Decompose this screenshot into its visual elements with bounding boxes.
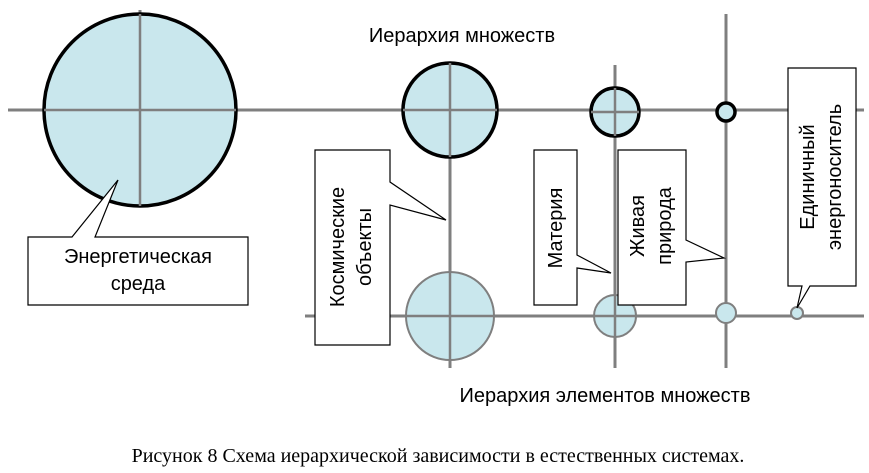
callout-cosmic-line1: Космические bbox=[327, 187, 349, 307]
element-hierarchy-title: Иерархия элементов множеств bbox=[460, 385, 751, 407]
callout-energy-line2: среда bbox=[111, 273, 166, 295]
figure-caption: Рисунок 8 Схема иерархической зависимост… bbox=[132, 445, 745, 467]
carrier-element-circle bbox=[790, 306, 804, 320]
set-hierarchy-title: Иерархия множеств bbox=[369, 25, 555, 47]
living-element-circle bbox=[715, 302, 737, 324]
callout-carrier-line1: Единичный bbox=[797, 124, 819, 229]
living-set-circle bbox=[715, 101, 737, 123]
callout-energy-carrier: Единичный энергоноситель bbox=[787, 67, 857, 309]
callout-living-line1: Живая bbox=[627, 195, 649, 257]
callout-living-line2: природа bbox=[654, 186, 676, 265]
callout-cosmic-objects: Космические объекты bbox=[314, 149, 447, 346]
callout-carrier-line2: энергоноситель bbox=[824, 104, 846, 250]
callout-living-nature: Живая природа bbox=[617, 149, 727, 306]
callout-energy-line1: Энергетическая bbox=[64, 246, 212, 268]
callout-matter-line1: Материя bbox=[545, 188, 567, 269]
callout-cosmic-line2: объекты bbox=[354, 208, 376, 286]
callout-energy-environment: Энергетическая среда bbox=[27, 179, 249, 306]
callout-matter: Материя bbox=[533, 149, 612, 306]
